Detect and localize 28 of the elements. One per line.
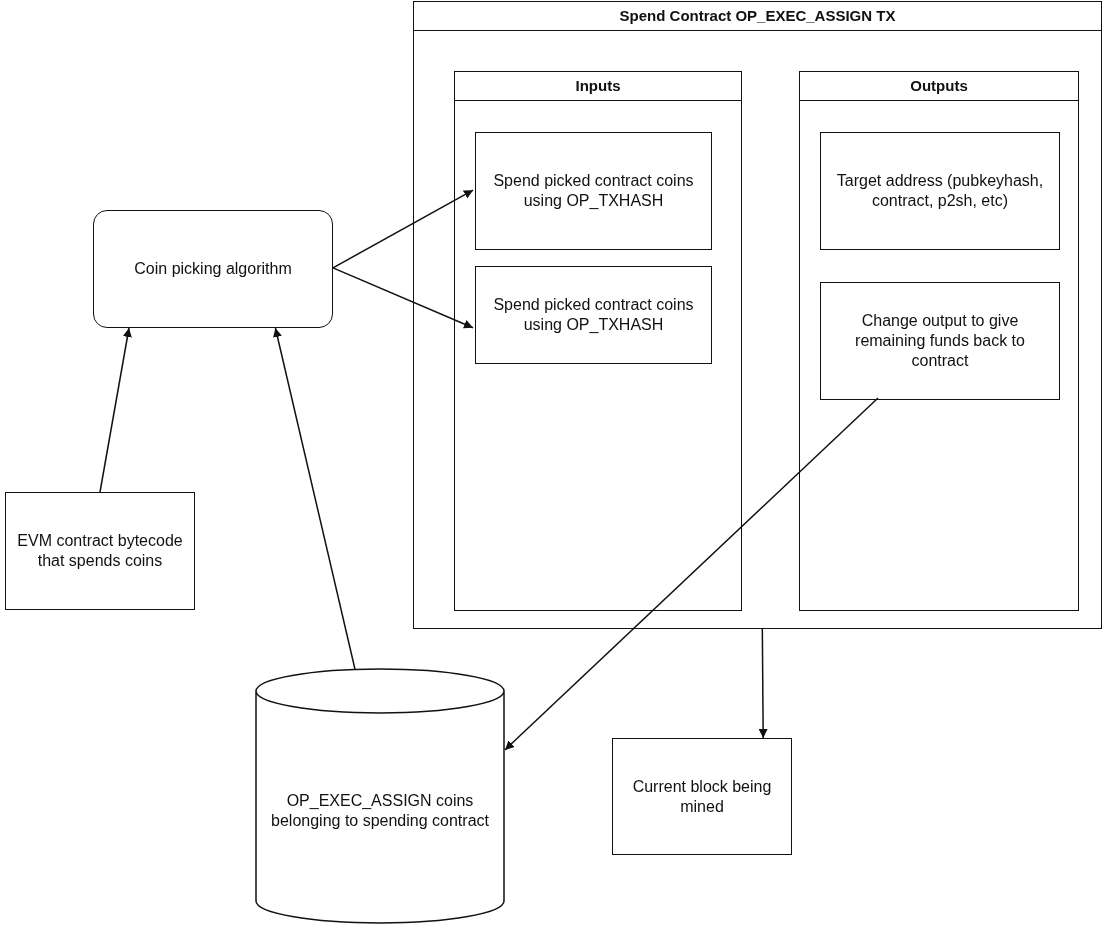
box-label: Current block being mined	[631, 776, 773, 817]
database-cylinder	[255, 668, 505, 924]
arrow	[332, 267, 474, 329]
process-box	[475, 132, 712, 250]
group-title: Spend Contract OP_EXEC_ASSIGN TX	[414, 2, 1101, 31]
arrow	[273, 327, 356, 671]
process-box	[612, 738, 792, 855]
arrow	[332, 189, 474, 269]
box-label: Change output to give remaining funds back to contract	[854, 311, 1026, 371]
arrow	[504, 397, 879, 751]
box-label: Coin picking algorithm	[133, 259, 293, 279]
group-title: Outputs	[800, 72, 1078, 101]
box-label: Spend picked contract coins using OP_TXHASH	[492, 295, 695, 335]
group-box	[799, 71, 1079, 611]
box-label: EVM contract bytecode that spends coins	[16, 531, 184, 571]
box-label: Spend picked contract coins using OP_TXHASH	[492, 171, 695, 211]
arrow	[758, 628, 768, 739]
process-box	[5, 492, 195, 610]
box-label: Target address (pubkeyhash, contract, p2sh, etc)	[835, 171, 1045, 211]
group-box	[413, 1, 1102, 629]
process-box	[475, 266, 712, 364]
box-label: OP_EXEC_ASSIGN coins belonging to spending contract	[270, 791, 490, 831]
process-box	[820, 282, 1060, 400]
group-title: Inputs	[455, 72, 741, 101]
arrow	[99, 327, 132, 493]
process-box	[820, 132, 1060, 250]
group-box	[454, 71, 742, 611]
rounded-box	[93, 210, 333, 328]
